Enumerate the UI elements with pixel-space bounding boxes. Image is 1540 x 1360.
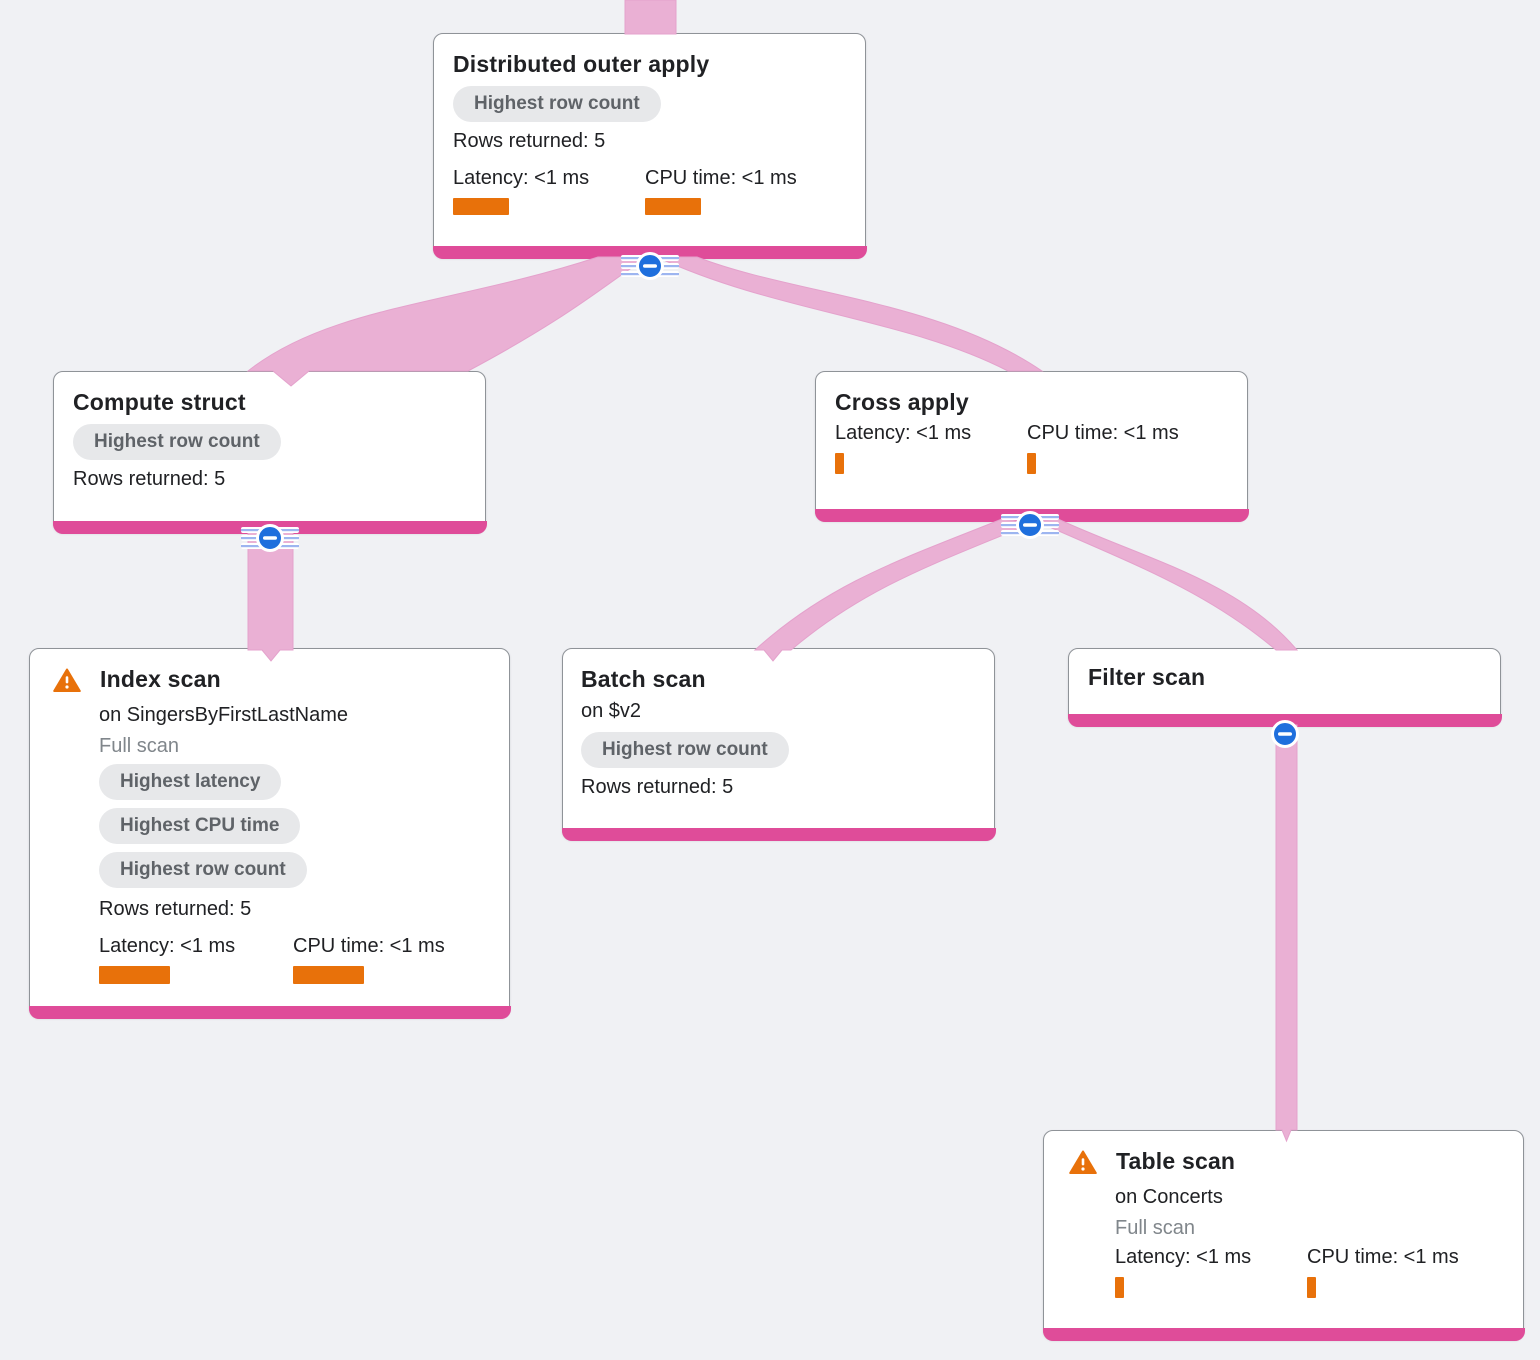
rows-returned: Rows returned: 5 (453, 130, 606, 152)
badge-highest-row-count: Highest row count (73, 424, 281, 460)
node-footer-accent (1067, 713, 1502, 727)
node-subtitle: on Concerts (1115, 1186, 1223, 1208)
warning-icon (53, 668, 81, 698)
rows-returned: Rows returned: 5 (581, 776, 734, 798)
node-footer-accent (28, 1005, 511, 1019)
cpu-time-bar (1027, 453, 1036, 474)
node-title: Compute struct (73, 389, 246, 415)
node-footer-accent (432, 245, 867, 259)
cpu-time-bar (1307, 1277, 1316, 1298)
node-footer-accent (561, 827, 996, 841)
badge-highest-row-count: Highest row count (581, 732, 789, 768)
collapse-button-distributed-outer-apply[interactable] (621, 251, 679, 281)
node-footer-accent (1042, 1327, 1525, 1341)
cpu-time-bar (293, 966, 364, 984)
collapse-button-cross-apply[interactable] (1001, 510, 1059, 540)
node-title: Filter scan (1088, 664, 1206, 690)
cpu-time-label: CPU time: <1 ms (1027, 422, 1179, 444)
link-outer-apply-to-cross-apply (656, 256, 1044, 372)
latency-bar (99, 966, 170, 984)
node-subtitle: on SingersByFirstLastName (99, 704, 348, 726)
badge-highest-cpu-time: Highest CPU time (99, 808, 301, 844)
collapse-button-compute-struct[interactable] (241, 523, 299, 553)
link-filter-scan-to-table-scan (1275, 724, 1298, 1143)
collapse-button-filter-scan[interactable] (1270, 719, 1300, 749)
scan-type: Full scan (99, 735, 180, 757)
latency-label: Latency: <1 ms (835, 422, 972, 444)
link-cross-apply-to-filter-scan (1034, 518, 1299, 651)
node-compute-struct[interactable]: Compute struct Highest row count Rows re… (52, 371, 487, 534)
node-table-scan[interactable]: Table scan on Concerts Full scan Latency… (1042, 1130, 1525, 1341)
node-cross-apply[interactable]: Cross apply Latency: <1 ms CPU time: <1 … (814, 371, 1249, 522)
latency-bar (835, 453, 844, 474)
latency-bar (453, 198, 509, 215)
link-root-incoming (624, 0, 677, 35)
node-distributed-outer-apply[interactable]: Distributed outer apply Highest row coun… (432, 33, 867, 259)
node-title: Batch scan (581, 666, 706, 692)
warning-icon (1069, 1150, 1097, 1180)
rows-returned: Rows returned: 5 (73, 468, 226, 490)
link-cross-apply-to-batch-scan (753, 518, 1034, 662)
badge-highest-row-count: Highest row count (453, 86, 661, 122)
latency-label: Latency: <1 ms (1115, 1246, 1252, 1268)
node-title: Cross apply (835, 389, 969, 415)
latency-bar (1115, 1277, 1124, 1298)
latency-label: Latency: <1 ms (99, 935, 236, 957)
badge-highest-row-count: Highest row count (99, 852, 307, 888)
cpu-time-label: CPU time: <1 ms (1307, 1246, 1459, 1268)
node-title: Index scan (100, 666, 221, 692)
latency-label: Latency: <1 ms (453, 167, 590, 189)
node-subtitle: on $v2 (581, 700, 642, 722)
scan-type: Full scan (1115, 1217, 1196, 1239)
cpu-time-label: CPU time: <1 ms (645, 167, 797, 189)
node-batch-scan[interactable]: Batch scan on $v2 Highest row count Rows… (561, 648, 996, 841)
node-title: Distributed outer apply (453, 51, 710, 77)
node-title: Table scan (1116, 1148, 1236, 1174)
link-outer-apply-to-compute-struct (246, 256, 650, 387)
badge-highest-latency: Highest latency (99, 764, 282, 800)
rows-returned: Rows returned: 5 (99, 898, 252, 920)
cpu-time-label: CPU time: <1 ms (293, 935, 445, 957)
cpu-time-bar (645, 198, 701, 215)
node-filter-scan[interactable]: Filter scan (1067, 648, 1502, 727)
node-index-scan[interactable]: Index scan on SingersByFirstLastName Ful… (28, 648, 511, 1019)
